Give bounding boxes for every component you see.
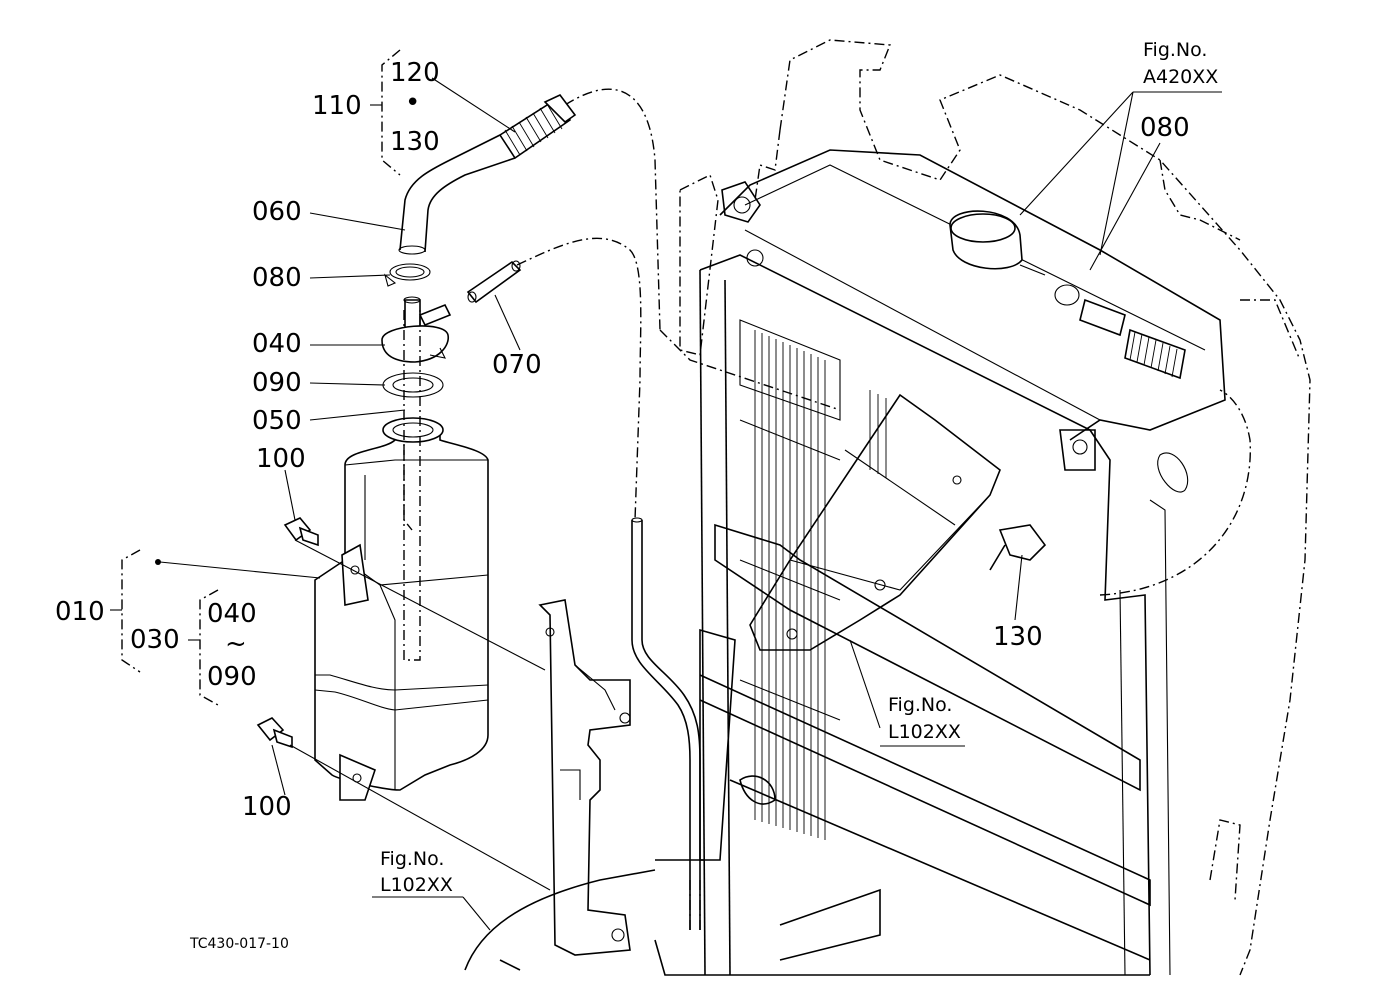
tank-hose [398, 134, 516, 255]
radiator-assembly [655, 39, 1311, 976]
radiator-hose-spring [1054, 284, 1189, 493]
range-tilde: ~ [225, 629, 247, 659]
tank-bracket [538, 599, 631, 956]
label-010: 010 [55, 597, 105, 627]
bolt-lower [256, 717, 293, 749]
fig-ref-c-label: Fig.No. [380, 848, 444, 870]
label-040-upper: 040 [252, 329, 302, 359]
radiator-cap [949, 210, 1046, 276]
upper-hose-spring [498, 94, 577, 160]
figure-ref-a420: Fig.No. A420XX [1133, 39, 1222, 93]
label-090-upper: 090 [252, 368, 302, 398]
lower-frame [464, 869, 680, 976]
figure-ref-l102-lower: Fig.No. L102XX [372, 848, 463, 898]
label-110: 110 [312, 91, 362, 121]
label-080-left: 080 [252, 263, 302, 293]
label-120: 120 [390, 58, 440, 88]
fig-ref-c-code: L102XX [380, 874, 453, 896]
label-030: 030 [130, 625, 180, 655]
label-100-lower: 100 [242, 792, 292, 822]
hose-clip [384, 263, 431, 287]
tank-cap [381, 296, 452, 363]
tank-gasket [382, 372, 444, 398]
label-040-lower: 040 [207, 599, 257, 629]
label-090-lower: 090 [207, 662, 257, 692]
label-050: 050 [252, 406, 302, 436]
fig-ref-a-code: A420XX [1143, 66, 1218, 88]
diagram-code: TC430-017-10 [189, 936, 289, 952]
bolt-upper [283, 517, 319, 547]
overflow-pipe-piece [466, 260, 522, 304]
dot-separator: • [405, 88, 420, 118]
fig-ref-b-label: Fig.No. [888, 694, 952, 716]
label-130-right: 130 [993, 622, 1043, 652]
label-130-upper: 130 [390, 127, 440, 157]
reserve-tank [314, 310, 489, 801]
label-100-upper: 100 [256, 444, 306, 474]
label-080-right: 080 [1140, 113, 1190, 143]
label-070: 070 [492, 350, 542, 380]
part-labels: 110 120 • 130 060 080 040 090 050 070 10… [55, 58, 1190, 822]
leader-lines [155, 77, 1161, 931]
drain-cock [989, 524, 1047, 571]
label-060: 060 [252, 197, 302, 227]
group-brackets [110, 49, 401, 706]
fig-ref-a-label: Fig.No. [1143, 39, 1207, 61]
fig-ref-b-code: L102XX [888, 721, 961, 743]
figure-ref-l102-right: Fig.No. L102XX [880, 694, 965, 747]
